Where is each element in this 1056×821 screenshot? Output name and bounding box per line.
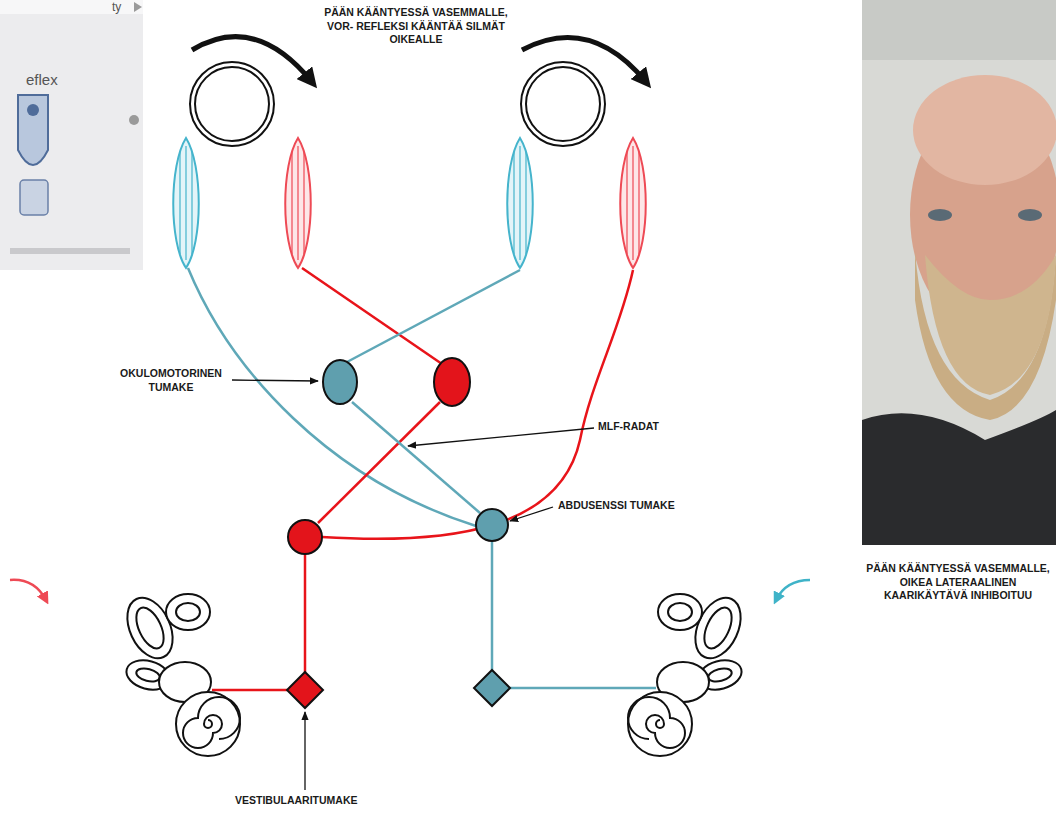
eye-muscle	[173, 138, 646, 268]
callout-label: MLF-RADAT	[598, 420, 659, 434]
callout-label: OKULOMOTORINEN TUMAKE	[112, 367, 230, 394]
heading-note: PÄÄN KÄÄNTYESSÄ VASEMMALLE, VOR- REFLEKS…	[318, 6, 514, 47]
nucleus	[287, 358, 510, 708]
ui-fragment-text: eflex	[26, 70, 58, 90]
presenter-photo	[862, 0, 1056, 545]
ui-fragment-text: ty	[112, 0, 121, 16]
screenshot-fragment	[0, 0, 143, 270]
callout-label: ABDUSENSSI TUMAKE	[558, 499, 675, 513]
rotation-arrow	[10, 580, 810, 600]
eyeball	[190, 62, 605, 146]
inner-ear	[118, 591, 749, 756]
side-note: PÄÄN KÄÄNTYESSÄ VASEMMALLE, OIKEA LATERA…	[864, 562, 1052, 603]
neural-pathway	[188, 268, 656, 690]
leader-line	[232, 380, 594, 790]
callout-label: VESTIBULAARITUMAKE	[235, 794, 358, 808]
